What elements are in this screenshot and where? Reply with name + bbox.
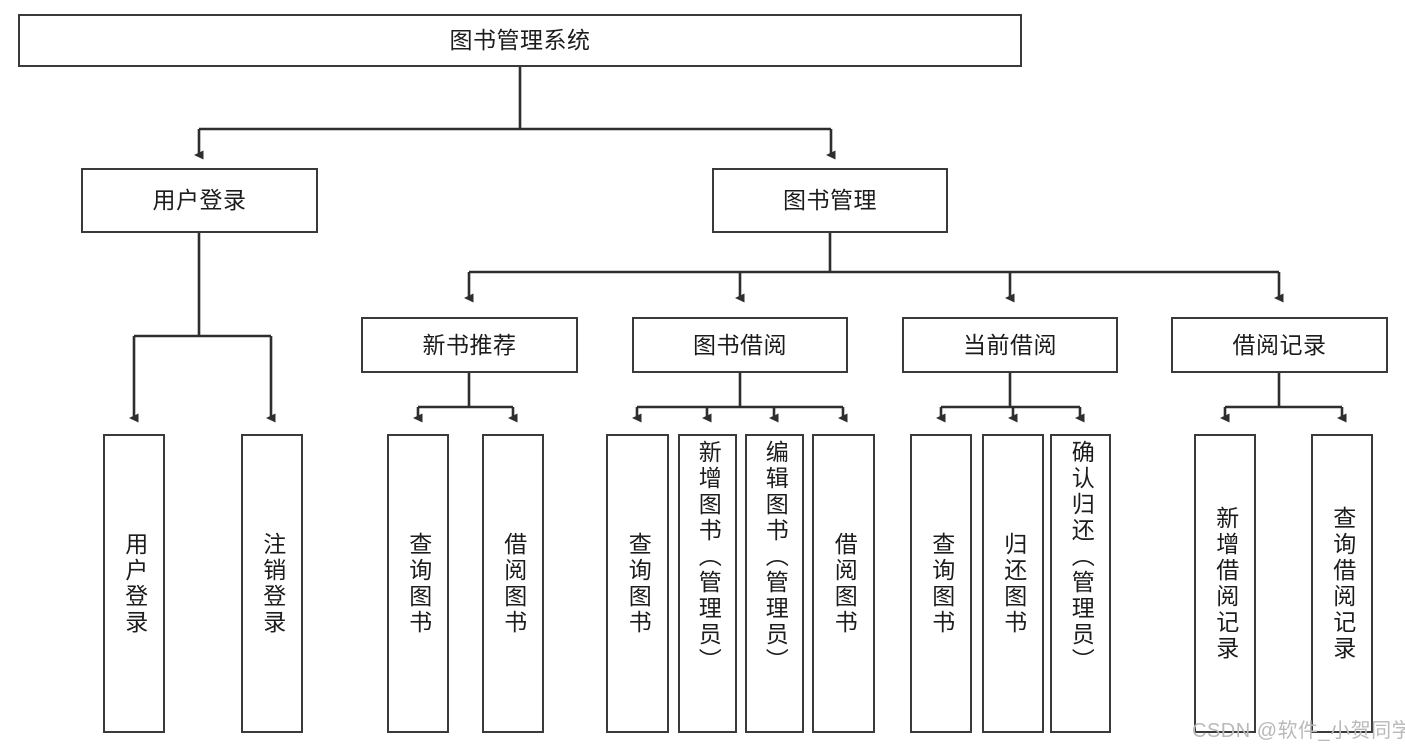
node-book-borrow-label: 图书借阅 <box>693 331 787 358</box>
node-leaf-query-borrow-record-label: 查询借阅记录 <box>1329 505 1356 662</box>
node-leaf-query-book-3[interactable]: 查询图书 <box>910 434 972 733</box>
node-leaf-logout-label: 注销登录 <box>259 531 286 636</box>
node-leaf-edit-book-label: 编辑图书（管理员） <box>762 440 789 674</box>
node-leaf-query-book-1[interactable]: 查询图书 <box>387 434 449 733</box>
node-leaf-return-book-label: 归还图书 <box>1000 531 1027 636</box>
node-current-borrow-label: 当前借阅 <box>963 331 1057 358</box>
node-user-login[interactable]: 用户登录 <box>81 168 318 233</box>
node-leaf-query-book-2-label: 查询图书 <box>625 531 652 636</box>
node-leaf-edit-book[interactable]: 编辑图书（管理员） <box>745 434 804 733</box>
node-leaf-add-book-label: 新增图书（管理员） <box>695 440 722 674</box>
node-book-manage[interactable]: 图书管理 <box>712 168 948 233</box>
node-new-book-recommend[interactable]: 新书推荐 <box>361 317 578 373</box>
node-leaf-query-borrow-record[interactable]: 查询借阅记录 <box>1311 434 1373 733</box>
node-new-book-recommend-label: 新书推荐 <box>422 331 517 358</box>
node-root[interactable]: 图书管理系统 <box>18 14 1022 67</box>
node-leaf-borrow-book-1[interactable]: 借阅图书 <box>482 434 544 733</box>
node-current-borrow[interactable]: 当前借阅 <box>902 317 1118 373</box>
node-leaf-borrow-book-2-label: 借阅图书 <box>831 531 858 636</box>
node-leaf-query-book-1-label: 查询图书 <box>405 531 432 636</box>
node-user-login-label: 用户登录 <box>152 187 247 214</box>
node-borrow-record-label: 借阅记录 <box>1232 331 1327 358</box>
node-leaf-borrow-book-1-label: 借阅图书 <box>500 531 527 636</box>
csdn-watermark: CSDN @软件_小贺同学 <box>1192 720 1405 742</box>
node-leaf-logout[interactable]: 注销登录 <box>241 434 303 733</box>
node-leaf-add-borrow-record-label: 新增借阅记录 <box>1212 505 1239 662</box>
node-leaf-add-book[interactable]: 新增图书（管理员） <box>678 434 737 733</box>
node-leaf-confirm-return-label: 确认归还（管理员） <box>1068 440 1095 674</box>
node-leaf-confirm-return[interactable]: 确认归还（管理员） <box>1050 434 1111 733</box>
node-borrow-record[interactable]: 借阅记录 <box>1171 317 1388 373</box>
node-leaf-query-book-2[interactable]: 查询图书 <box>606 434 669 733</box>
node-leaf-return-book[interactable]: 归还图书 <box>982 434 1044 733</box>
node-leaf-borrow-book-2[interactable]: 借阅图书 <box>812 434 875 733</box>
node-book-borrow[interactable]: 图书借阅 <box>632 317 848 373</box>
node-leaf-query-book-3-label: 查询图书 <box>928 531 955 636</box>
node-book-manage-label: 图书管理 <box>783 187 877 214</box>
node-leaf-user-login[interactable]: 用户登录 <box>103 434 165 733</box>
node-leaf-add-borrow-record[interactable]: 新增借阅记录 <box>1194 434 1256 733</box>
node-leaf-user-login-label: 用户登录 <box>121 531 148 636</box>
node-root-label: 图书管理系统 <box>449 27 591 54</box>
